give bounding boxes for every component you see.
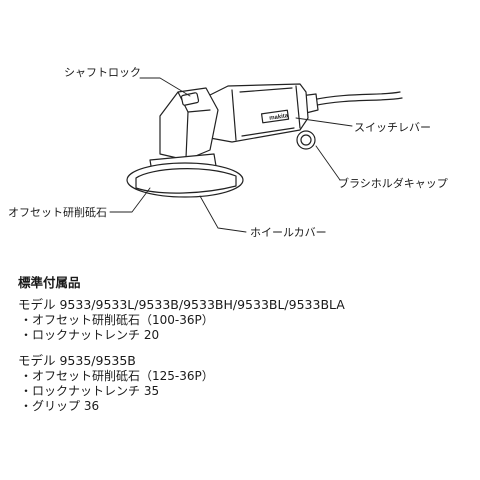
wheel-cover	[135, 168, 237, 194]
item-label: グリップ 36	[32, 399, 100, 413]
callout-shaft-lock: シャフトロック	[64, 66, 141, 79]
bullet: ・	[20, 369, 33, 383]
power-cord	[311, 91, 401, 101]
callout-offset-wheel: オフセット研削砥石	[8, 206, 107, 219]
list-item: ・ ロックナットレンチ 20	[18, 328, 468, 343]
model-group-1-title: モデル 9533/9533L/9533B/9533BH/9533BL/9533B…	[18, 297, 345, 312]
brush-holder-cap	[296, 130, 316, 150]
bullet: ・	[20, 328, 33, 342]
callout-brush-holder-cap: ブラシホルダキャップ	[338, 177, 448, 190]
item-label: ロックナットレンチ 20	[32, 328, 160, 342]
angle-grinder-figure: makita シャフトロック スイッチレバー ブラシホルダキャップ オフセット研…	[8, 66, 448, 239]
model-group-2-title: モデル 9535/9535B	[18, 353, 136, 368]
shaft-lock-leader	[139, 77, 191, 97]
brand-logo: makita	[269, 113, 289, 122]
bullet: ・	[20, 399, 33, 413]
switch-callout-line	[295, 117, 353, 127]
cover-leader	[199, 195, 247, 233]
item-label: オフセット研削砥石（100-36P）	[32, 313, 214, 327]
list-item: ・ グリップ 36	[18, 399, 468, 414]
list-item: ・ オフセット研削砥石（100-36P）	[18, 313, 468, 328]
list-item: ・ ロックナットレンチ 35	[18, 384, 468, 399]
grinder-illustration: makita	[109, 77, 403, 233]
item-label: オフセット研削砥石（125-36P）	[32, 369, 214, 383]
bullet: ・	[20, 384, 33, 398]
standard-accessories-section: 標準付属品 モデル 9533/9533L/9533B/9533BH/9533BL…	[18, 272, 468, 414]
bullet: ・	[20, 313, 33, 327]
callout-wheel-cover: ホイールカバー	[250, 226, 327, 239]
wheel-leader	[109, 187, 151, 213]
brand-plate	[260, 109, 290, 124]
shaft-lock-button	[180, 92, 200, 106]
item-label: ロックナットレンチ 35	[32, 384, 160, 398]
list-item: ・ オフセット研削砥石（125-36P）	[18, 369, 468, 384]
brush-cap-leader	[315, 145, 341, 181]
accessories-heading: 標準付属品	[18, 275, 81, 290]
callout-switch-lever: スイッチレバー	[354, 121, 431, 134]
